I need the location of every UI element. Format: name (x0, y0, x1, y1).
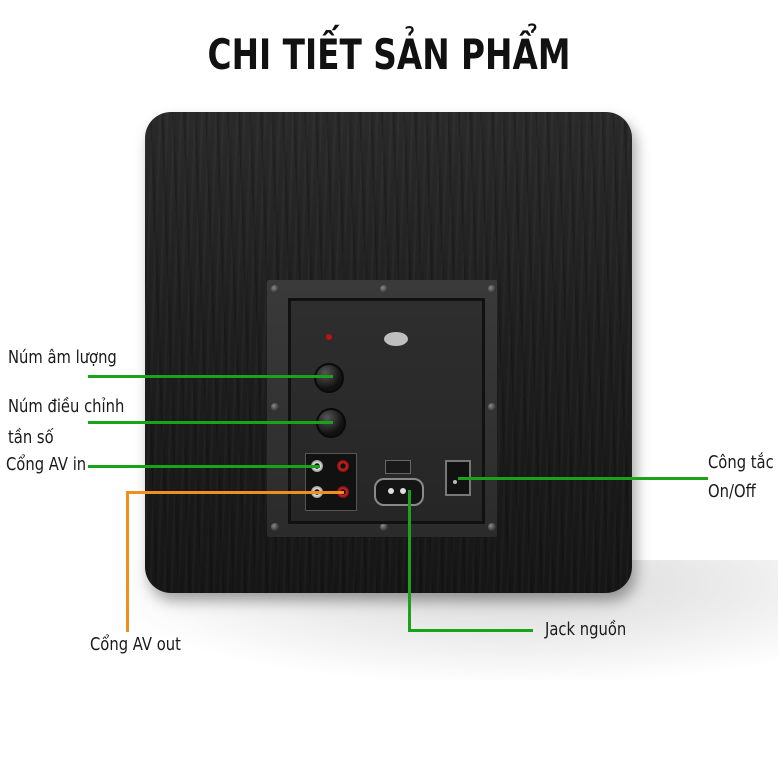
screw-icon (271, 403, 279, 411)
volume-knob[interactable] (314, 363, 344, 393)
callout-line-av-out-horizontal (126, 491, 344, 494)
screw-icon (380, 285, 388, 293)
callout-line-switch (458, 477, 708, 480)
label-power-switch-1: Công tắc (708, 452, 774, 473)
label-volume-knob: Núm âm lượng (8, 347, 117, 368)
power-jack[interactable] (374, 478, 424, 506)
power-jack-pin-icon (388, 488, 394, 494)
callout-line-av-out-vertical (126, 491, 129, 632)
callout-line-volume (88, 375, 333, 378)
label-av-in: Cổng AV in (6, 454, 87, 475)
page-title: CHI TIẾT SẢN PHẨM (207, 30, 571, 79)
label-frequency-knob-2: tần số (8, 427, 54, 448)
screw-icon (488, 523, 496, 531)
label-av-out: Cổng AV out (90, 634, 181, 655)
screw-icon (488, 285, 496, 293)
callout-line-jack-horizontal (408, 629, 533, 632)
power-jack-pin-icon (400, 488, 406, 494)
callout-line-jack-vertical (408, 490, 411, 632)
label-power-switch-2: On/Off (708, 481, 756, 502)
screw-icon (488, 403, 496, 411)
label-power-jack: Jack nguồn (545, 619, 627, 640)
screw-icon (380, 523, 388, 531)
screw-icon (271, 523, 279, 531)
power-led-icon (326, 334, 332, 340)
switch-indicator-icon (453, 480, 457, 484)
callout-line-frequency (88, 421, 333, 424)
callout-line-av-in (88, 465, 320, 468)
screw-icon (271, 285, 279, 293)
av-in-right-jack[interactable] (337, 460, 349, 472)
brand-logo-icon (384, 332, 408, 346)
label-frequency-knob-1: Núm điều chỉnh (8, 396, 125, 417)
fuse-holder (385, 460, 411, 474)
